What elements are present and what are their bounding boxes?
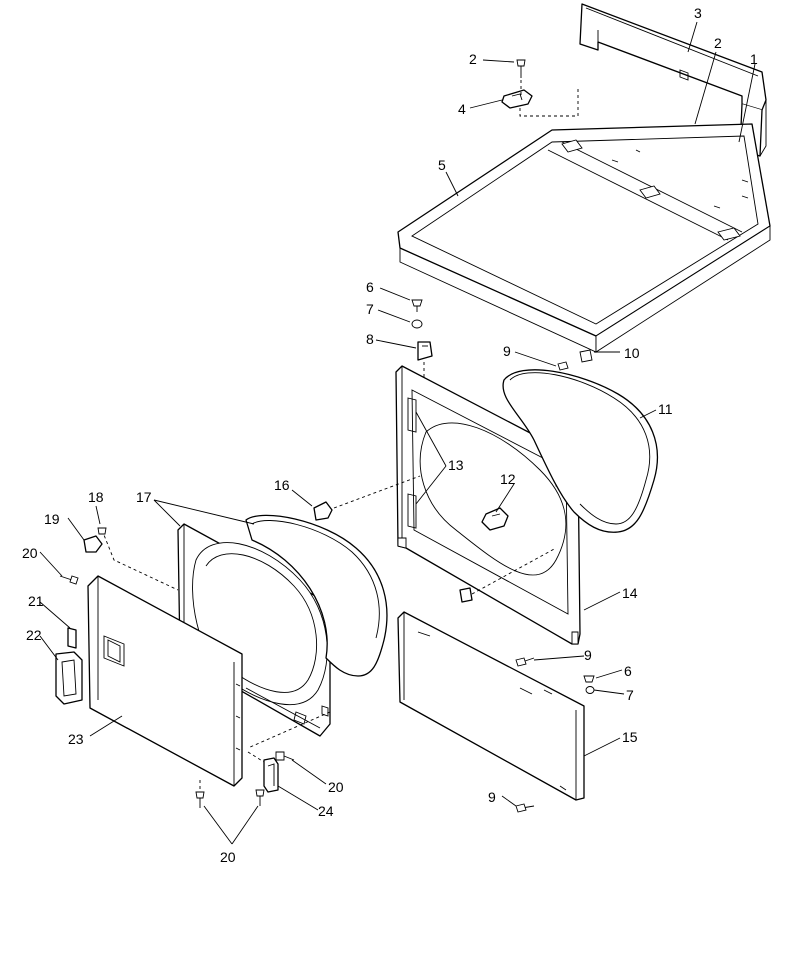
- callout-6: 6: [624, 663, 632, 679]
- part-20-screw-bottom-b: [255, 789, 265, 806]
- part-18-screw: [97, 527, 107, 535]
- part-19-hinge: [83, 535, 103, 553]
- callout-20: 20: [220, 849, 236, 865]
- part-21-handle-insert: [67, 627, 77, 649]
- callout-6: 6: [366, 279, 374, 295]
- callout-7: 7: [626, 687, 634, 703]
- part-6-screw-upper: [411, 299, 423, 312]
- leader-lines: [39, 21, 756, 845]
- callout-12: 12: [500, 471, 516, 487]
- callout-9: 9: [488, 789, 496, 805]
- callout-9: 9: [503, 343, 511, 359]
- frame-clip: [459, 587, 473, 603]
- part-16-switch: [313, 501, 333, 521]
- part-20-screw-left: [59, 575, 79, 585]
- part-20-screw-mid: [275, 751, 295, 761]
- part-17-door-gasket: [245, 514, 388, 677]
- callout-14: 14: [622, 585, 638, 601]
- part-9-screw-bottom: [515, 803, 535, 813]
- callout-20: 20: [328, 779, 344, 795]
- part-6-screw-lower: [583, 675, 595, 683]
- callout-3: 3: [694, 5, 702, 21]
- part-12-door-latch: [481, 507, 509, 531]
- callout-5: 5: [438, 157, 446, 173]
- callout-8: 8: [366, 331, 374, 347]
- callout-labels: 1 2 2 3 4 5 6 6 7 7 8 9 9 9 10 11 12 13 …: [22, 5, 758, 865]
- part-11-gasket: [502, 369, 658, 533]
- part-20-screw-bottom-a: [195, 791, 205, 808]
- part-2-screw-top: [516, 59, 526, 78]
- callout-22: 22: [26, 627, 42, 643]
- part-9-screw-top: [557, 361, 569, 371]
- part-8-bracket: [417, 341, 433, 361]
- callout-7: 7: [366, 301, 374, 317]
- callout-23: 23: [68, 731, 84, 747]
- callout-4: 4: [458, 101, 466, 117]
- part-7-washer-lower: [585, 686, 595, 694]
- part-22-handle-bezel: [55, 651, 83, 705]
- callout-9: 9: [584, 647, 592, 663]
- part-24-hinge: [263, 757, 279, 793]
- callout-11: 11: [658, 401, 673, 417]
- part-5-top-panel: [397, 123, 771, 363]
- callout-2: 2: [714, 35, 722, 51]
- callout-17: 17: [136, 489, 152, 505]
- part-9-screw-mid: [515, 657, 535, 667]
- callout-19: 19: [44, 511, 60, 527]
- callout-16: 16: [274, 477, 290, 493]
- callout-10: 10: [624, 345, 640, 361]
- callout-24: 24: [318, 803, 334, 819]
- part-23-outer-door: [87, 575, 243, 787]
- callout-15: 15: [622, 729, 638, 745]
- callout-13: 13: [448, 457, 464, 473]
- part-7-washer-upper: [411, 319, 423, 329]
- callout-20: 20: [22, 545, 38, 561]
- part-15-lower-panel: [397, 611, 585, 801]
- part-4-clip: [501, 89, 533, 109]
- callout-21: 21: [28, 593, 44, 609]
- callout-2: 2: [469, 51, 477, 67]
- callout-18: 18: [88, 489, 104, 505]
- callout-1: 1: [750, 51, 758, 67]
